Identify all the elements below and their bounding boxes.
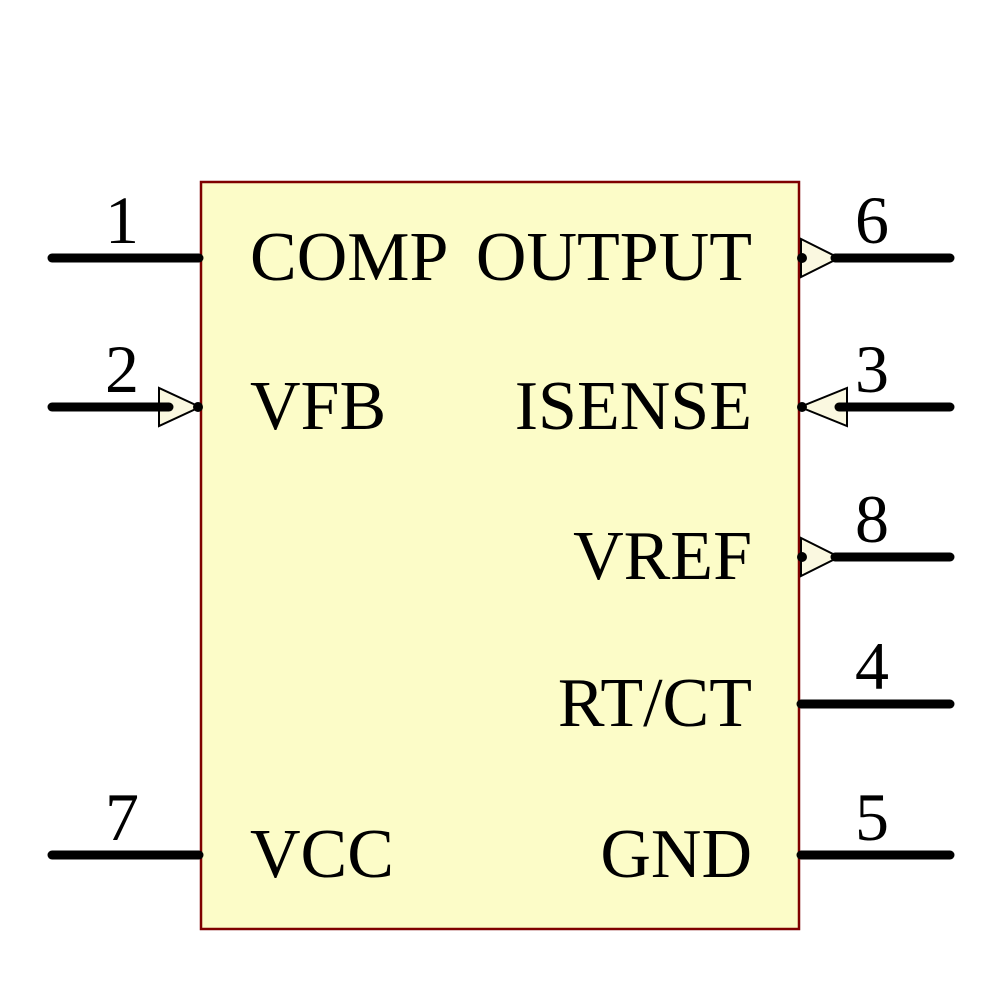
pin-number-6: 6	[855, 182, 889, 258]
pin-endpoint-dot	[797, 552, 807, 562]
pin-endpoint-dot	[797, 402, 807, 412]
pin-label-rt-ct: RT/CT	[558, 665, 752, 742]
pin-5-gnd: 5 GND	[600, 779, 955, 893]
pin-number-8: 8	[855, 481, 889, 557]
pin-label-vcc: VCC	[250, 816, 394, 893]
pin-endpoint-dot	[797, 253, 807, 263]
pin-number-5: 5	[855, 779, 889, 855]
pin-4-rt-ct: 4 RT/CT	[558, 628, 955, 742]
pin-label-output: OUTPUT	[476, 219, 752, 296]
pin-number-4: 4	[855, 628, 889, 704]
pin-label-isense: ISENSE	[515, 368, 752, 445]
pin-number-2: 2	[105, 331, 139, 407]
pin-number-7: 7	[105, 779, 139, 855]
pin-endpoint-dot	[193, 402, 203, 412]
pin-label-vref: VREF	[573, 518, 752, 595]
pin-6-output: 6 OUTPUT	[476, 182, 955, 296]
pin-1-comp: 1 COMP	[47, 182, 448, 296]
pin-number-3: 3	[855, 331, 889, 407]
pin-8-vref: 8 VREF	[573, 481, 955, 595]
pin-2-vfb: 2 VFB	[47, 331, 386, 445]
pin-label-vfb: VFB	[250, 368, 386, 445]
pin-label-comp: COMP	[250, 219, 448, 296]
ic-body[interactable]	[199, 180, 801, 931]
pin-3-isense: 3 ISENSE	[515, 331, 955, 445]
pin-label-gnd: GND	[600, 816, 752, 893]
pin-number-1: 1	[105, 182, 139, 258]
pin-7-vcc: 7 VCC	[47, 779, 394, 893]
